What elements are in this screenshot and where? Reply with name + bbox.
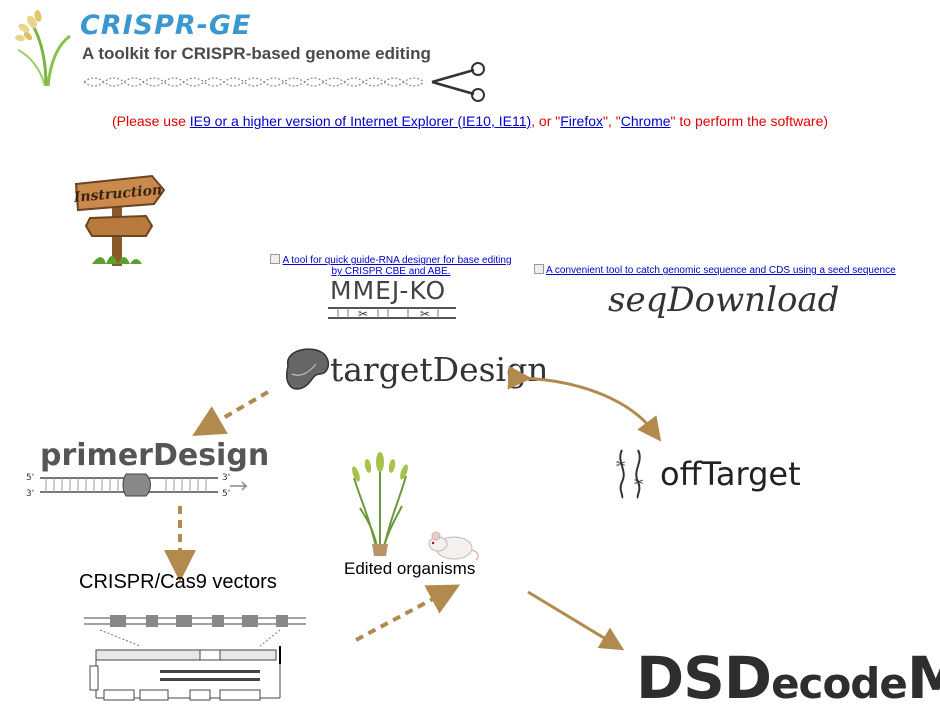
mmej-ko-link[interactable]: A tool for quick guide-RNA designer for … xyxy=(266,254,516,277)
edited-organisms-label: Edited organisms xyxy=(344,559,476,578)
broken-image-icon xyxy=(534,264,544,274)
broken-image-icon xyxy=(270,254,281,264)
primerdesign-logo[interactable]: primerDesign xyxy=(40,438,270,473)
offtarget-dna-icon: ✂ ✂ xyxy=(616,449,644,499)
seqdownload-logo[interactable]: seqDownload xyxy=(608,280,840,320)
app-title: CRISPR-GE xyxy=(80,10,252,41)
arrow-vectors-to-organisms xyxy=(355,584,461,642)
arrow-target-to-primer xyxy=(192,390,270,437)
instruction-label: Instruction xyxy=(72,182,163,206)
cas9-icon xyxy=(286,348,330,390)
notice-mid2: ", " xyxy=(603,113,621,129)
svg-text:5': 5' xyxy=(26,473,34,483)
mmej-ko-logo[interactable]: MMEJ-KO xyxy=(330,276,447,305)
mmej-dna-icon: ✂ ✂ xyxy=(328,307,456,321)
arrow-organisms-to-dsdecodem xyxy=(527,590,625,651)
svg-text:✂: ✂ xyxy=(634,475,644,489)
seqdownload-alt-text: A convenient tool to catch genomic seque… xyxy=(546,265,896,276)
chrome-link[interactable]: Chrome xyxy=(620,113,671,129)
vectors-label: CRISPR/Cas9 vectors xyxy=(79,571,277,593)
rice-plant-logo-icon xyxy=(15,10,71,87)
dsdecodem-logo[interactable]: DSDecodeM xyxy=(636,644,940,712)
dsdecodem-part1: DSD xyxy=(636,644,772,712)
app-subtitle: A toolkit for CRISPR-based genome editin… xyxy=(82,44,431,63)
notice-prefix: (Please use xyxy=(111,113,190,129)
notice-suffix: " to perform the software) xyxy=(670,113,829,129)
primer-dna-icon: 5' 3' 3' 5' xyxy=(26,473,248,499)
browser-notice: (Please use IE9 or a higher version of I… xyxy=(0,113,940,129)
instruction-signpost-button[interactable]: Instruction xyxy=(72,170,168,274)
mouse-icon xyxy=(428,531,479,561)
firefox-link[interactable]: Firefox xyxy=(560,113,604,129)
svg-text:✂: ✂ xyxy=(358,307,368,321)
mmej-ko-alt-text: A tool for quick guide-RNA designer for … xyxy=(282,255,512,277)
seqdownload-link[interactable]: A convenient tool to catch genomic seque… xyxy=(534,264,896,276)
svg-text:5': 5' xyxy=(222,489,230,499)
arrow-target-to-offtarget xyxy=(507,365,662,442)
svg-text:✂: ✂ xyxy=(420,307,430,321)
notice-mid1: , or " xyxy=(531,113,561,129)
dsdecodem-part2: ecode xyxy=(771,659,908,708)
svg-text:✂: ✂ xyxy=(616,457,626,471)
offtarget-logo[interactable]: offTarget xyxy=(660,455,801,493)
dsdecodem-part3: M xyxy=(906,644,940,712)
dna-scissors-icon xyxy=(83,62,485,102)
vector-map-diagram[interactable] xyxy=(80,602,312,706)
rice-plant-icon xyxy=(352,452,408,557)
ie-link[interactable]: IE9 or a higher version of Internet Expl… xyxy=(189,113,532,129)
svg-text:3': 3' xyxy=(222,473,230,483)
svg-text:3': 3' xyxy=(26,489,34,499)
